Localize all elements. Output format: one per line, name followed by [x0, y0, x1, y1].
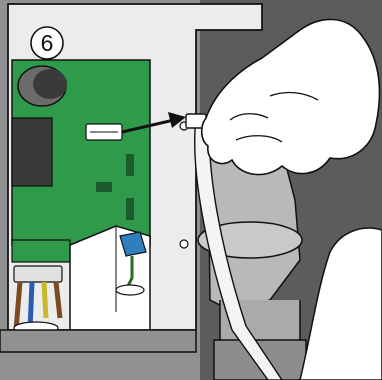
- wire-brown: [13, 281, 23, 331]
- step-number-badge: [30, 26, 64, 60]
- capacitor-top: [33, 69, 67, 99]
- cable-gland: [115, 284, 145, 296]
- pcb-chip: [126, 198, 134, 220]
- blue-connector: [119, 231, 147, 257]
- hand-icon: [200, 18, 381, 176]
- pcb-chip: [96, 182, 112, 192]
- ribbon-cable-icon: [194, 117, 283, 380]
- housing-ledge: [0, 329, 197, 353]
- terminal-block: [13, 265, 63, 283]
- arrow-head: [168, 112, 186, 128]
- screw: [179, 239, 189, 249]
- step-number: 6: [41, 30, 54, 56]
- circuit-board-lower: [11, 239, 71, 263]
- wire-yellow-green: [41, 281, 49, 319]
- pointing-arrow-icon: [121, 118, 175, 134]
- wire-brown-2: [53, 281, 63, 319]
- pcb-module: [11, 117, 53, 187]
- pcb-chip: [126, 154, 134, 176]
